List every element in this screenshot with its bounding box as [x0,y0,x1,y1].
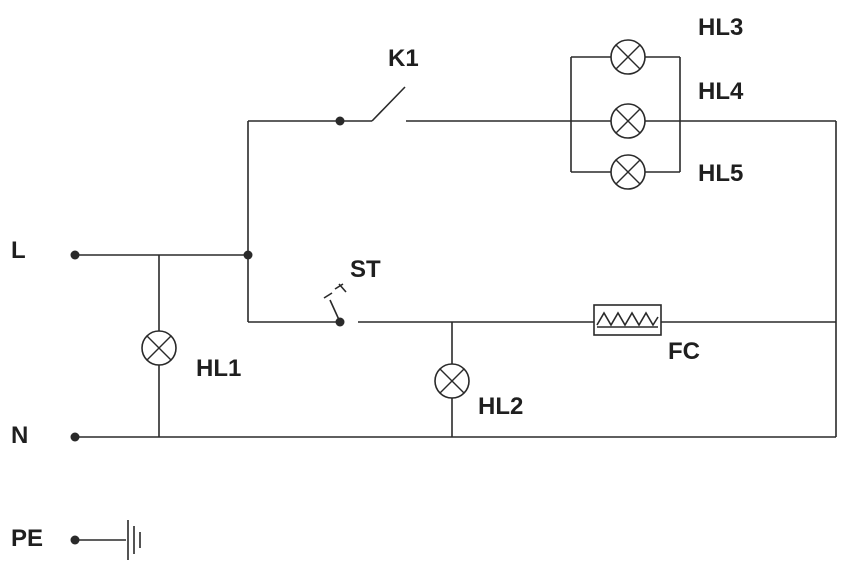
hl2-lamp-icon [434,363,470,399]
hl5-label: HL5 [698,160,744,187]
k1-switch-icon [335,86,406,126]
k1-label: K1 [388,45,419,72]
hl4-lamp-icon [610,103,646,139]
fc-label: FC [668,338,700,365]
l-terminal-label: L [11,237,26,264]
fc-heater-icon [593,304,662,336]
hl3-lamp-icon [610,39,646,75]
st-label: ST [350,256,381,283]
earth-ground-icon [127,520,141,560]
n-terminal-label: N [11,422,29,449]
hl1-lamp-icon [141,330,177,366]
hl1-label: HL1 [196,355,242,382]
hl3-label: HL3 [698,14,744,41]
lamp-bank-wiring [570,56,681,173]
st-thermostat-icon [323,283,347,327]
l-terminal-dot [70,250,80,260]
hl4-label: HL4 [698,78,744,105]
pe-terminal-label: PE [11,525,44,552]
hl5-lamp-icon [610,154,646,190]
hl2-label: HL2 [478,393,524,420]
n-terminal-dot [70,432,80,442]
junction-dot [243,250,253,260]
